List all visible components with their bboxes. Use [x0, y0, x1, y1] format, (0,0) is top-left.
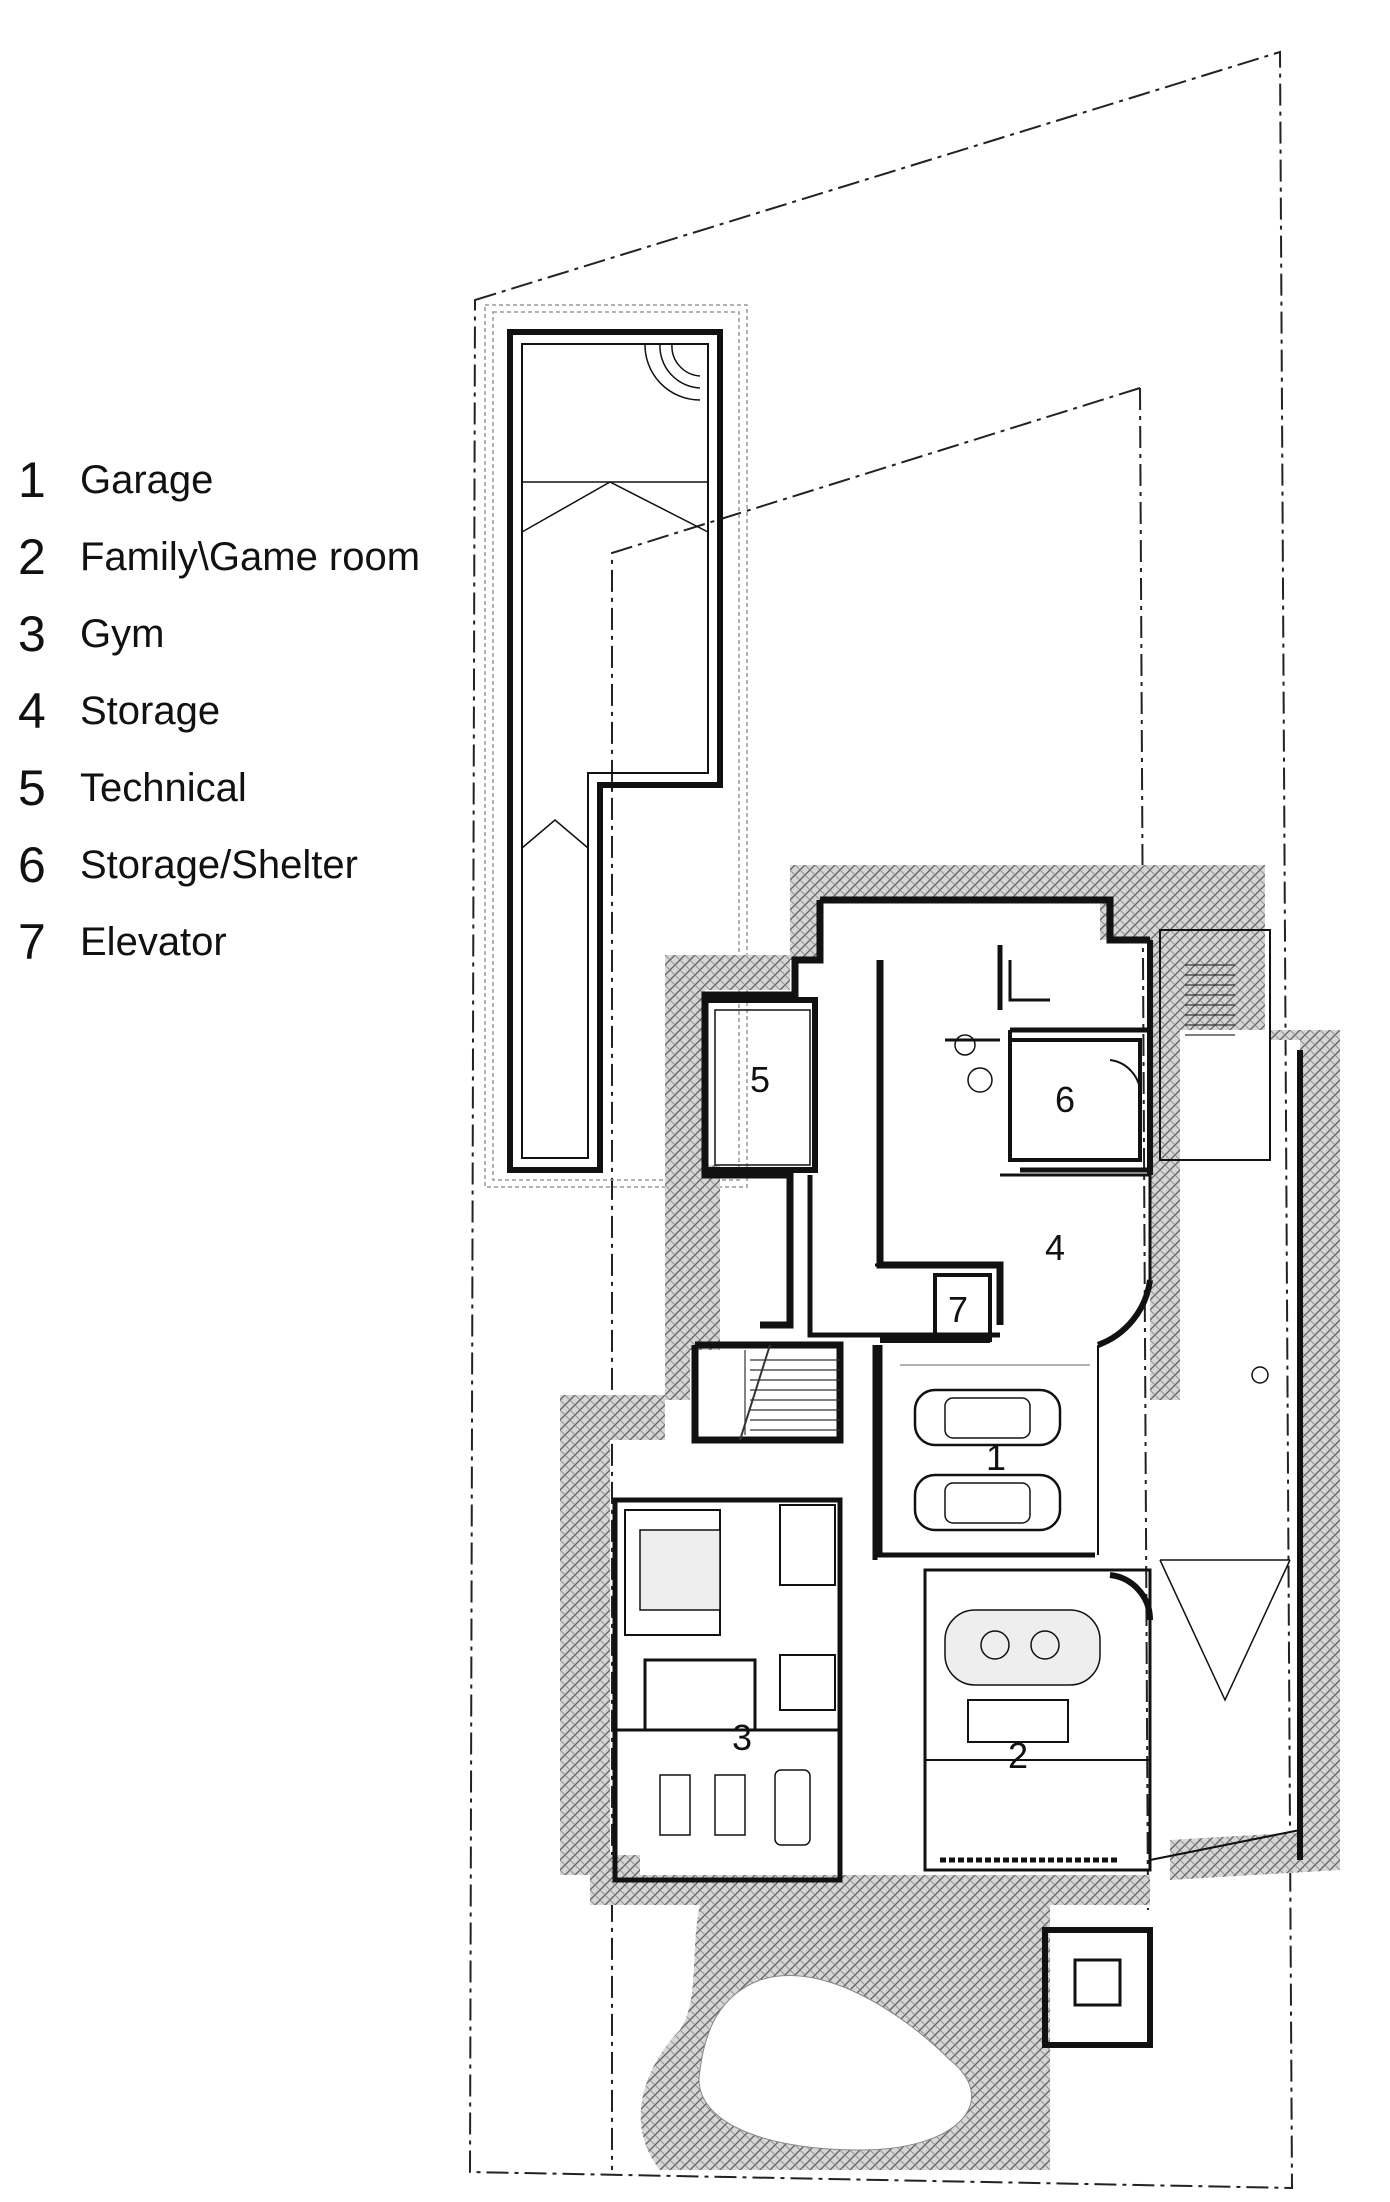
- building-walls: [691, 896, 1271, 1560]
- legend-label: Storage: [80, 688, 221, 733]
- legend-item-family-game-room: 2 Family\Game room: [18, 527, 420, 587]
- legend-item-gym: 3 Gym: [18, 604, 164, 664]
- garden-patch: [698, 1975, 972, 2151]
- room-label-5: 5: [750, 1059, 770, 1100]
- legend: 1 Garage 2 Family\Game room 3 Gym 4 Stor…: [0, 0, 470, 1000]
- gym-block: [612, 1497, 843, 1883]
- legend-label: Garage: [80, 457, 214, 502]
- room-label-3: 3: [732, 1717, 752, 1758]
- legend-label: Storage/Shelter: [80, 842, 358, 887]
- side-ramp: [1149, 1050, 1303, 1861]
- legend-number: 5: [18, 760, 46, 816]
- property-boundary: [468, 50, 1294, 2190]
- room-label-4: 4: [1045, 1227, 1065, 1268]
- legend-label: Technical: [80, 765, 247, 810]
- room-label-1: 1: [986, 1437, 1006, 1478]
- room-label-2: 2: [1008, 1735, 1028, 1776]
- legend-label: Family\Game room: [80, 534, 421, 579]
- stairs: [739, 964, 1235, 1441]
- exterior-box: [1042, 1927, 1153, 2048]
- driveway-ramp: [484, 304, 748, 1188]
- room-label-7: 7: [948, 1289, 968, 1330]
- legend-number: 2: [18, 529, 46, 585]
- upper-rooms: [702, 997, 1142, 1173]
- family-room: [923, 1568, 1154, 1872]
- legend-number: 3: [18, 606, 46, 662]
- legend-item-garage: 1 Garage: [18, 450, 213, 510]
- legend-number: 1: [18, 452, 46, 508]
- legend-item-elevator: 7 Elevator: [18, 912, 227, 972]
- legend-number: 7: [18, 914, 46, 970]
- legend-item-storage-shelter: 6 Storage/Shelter: [18, 835, 358, 895]
- legend-number: 6: [18, 837, 46, 893]
- legend-item-storage: 4 Storage: [18, 681, 220, 741]
- garage: [877, 1345, 1095, 1558]
- earth-hatch: [560, 865, 1340, 2170]
- room-label-6: 6: [1055, 1079, 1075, 1120]
- legend-item-technical: 5 Technical: [18, 758, 247, 818]
- legend-label: Elevator: [80, 919, 227, 964]
- legend-number: 4: [18, 683, 46, 739]
- legend-label: Gym: [80, 611, 165, 656]
